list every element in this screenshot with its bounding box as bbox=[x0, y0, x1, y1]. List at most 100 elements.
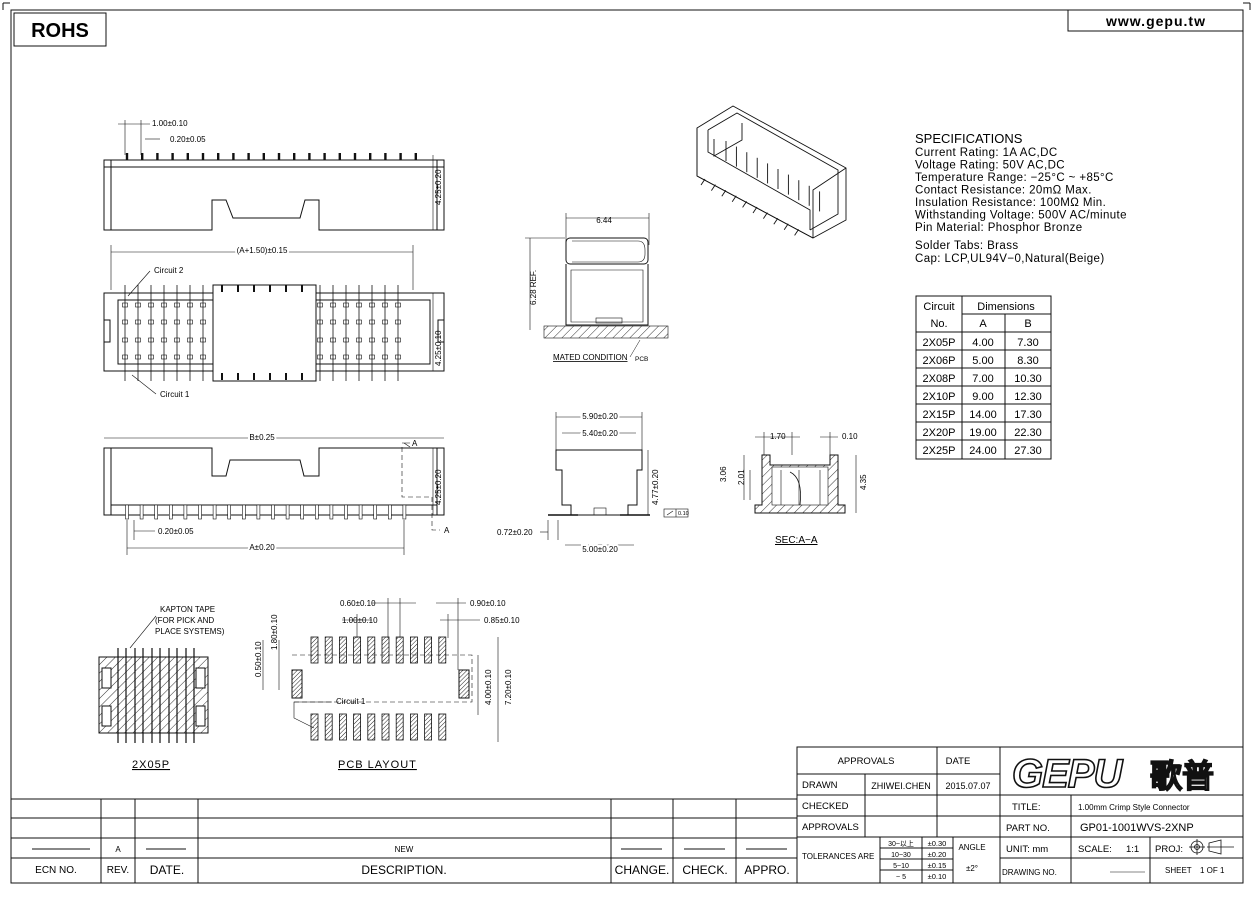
dim-side-width: 6.44 bbox=[596, 216, 612, 225]
spec-line: Temperature Range: −25°C ~ +85°C bbox=[915, 172, 1114, 184]
scale-value: 1:1 bbox=[1126, 844, 1139, 855]
dim-height-front: 4.25±0.20 bbox=[434, 469, 443, 505]
change-label: CHANGE. bbox=[615, 863, 670, 877]
table-header-a: A bbox=[979, 318, 987, 330]
check-label: CHECK. bbox=[682, 863, 727, 877]
table-cell: 2X08P bbox=[922, 373, 955, 385]
table-header-no: No. bbox=[930, 318, 947, 330]
top-view: 1.00±0.10 0.20±0.05 4.25±0.20 bbox=[103, 119, 445, 231]
date-header: DATE bbox=[946, 756, 971, 767]
section-marker-top: A bbox=[412, 439, 418, 448]
rev-label: REV. bbox=[107, 865, 129, 876]
table-cell: 2X10P bbox=[922, 391, 955, 403]
dim-end-tab: 0.72±0.20 bbox=[497, 528, 533, 537]
svg-text:10~30: 10~30 bbox=[891, 852, 911, 859]
dim-end-w2: 5.40±0.20 bbox=[582, 429, 618, 438]
projection-symbol-icon bbox=[1189, 839, 1234, 855]
kapton-view: KAPTON TAPE (FOR PICK AND PLACE SYSTEMS)… bbox=[98, 605, 225, 771]
table-cell: 4.00 bbox=[972, 337, 993, 349]
label-circuit-2: Circuit 2 bbox=[154, 266, 184, 275]
rev-description: NEW bbox=[395, 845, 414, 854]
dim-pitch-top: 1.00±0.10 bbox=[152, 119, 188, 128]
label-mated-condition: MATED CONDITION bbox=[553, 353, 628, 362]
spec-title: SPECIFICATIONS bbox=[915, 131, 1023, 146]
table-cell: 5.00 bbox=[972, 355, 993, 367]
part-no-label: PART NO. bbox=[1006, 823, 1050, 834]
dim-b: B±0.25 bbox=[249, 433, 275, 442]
drawn-date: 2015.07.07 bbox=[945, 781, 990, 791]
title-block-text: APPROVALS DATE DRAWN ZHIWEI.CHEN 2015.07… bbox=[802, 751, 1225, 881]
front-view: B±0.25 A A 4.25±0.20 0.20±0.05 A±0.20 bbox=[103, 431, 450, 555]
dim-pcb-pad-w: 0.60±0.10 bbox=[340, 599, 376, 608]
svg-text:±0.20: ±0.20 bbox=[928, 850, 947, 859]
proj-label: PROJ: bbox=[1155, 844, 1183, 855]
svg-text:ROHS: ROHS bbox=[31, 20, 89, 42]
drawing-no-label: DRAWING NO. bbox=[1002, 868, 1057, 877]
table-cell: 22.30 bbox=[1014, 427, 1042, 439]
dim-end-height: 4.77±0.20 bbox=[651, 469, 660, 505]
sheet-border bbox=[10, 9, 1244, 884]
dim-pcb-180: 1.80±0.10 bbox=[270, 614, 279, 650]
dim-sec-w2: 0.10 bbox=[842, 432, 858, 441]
flatness-value: 0.10 bbox=[678, 511, 689, 517]
rohs-badge: ROHS bbox=[13, 12, 107, 47]
dim-pcb-085: 0.85±0.10 bbox=[484, 616, 520, 625]
spec-line: Current Rating: 1A AC,DC bbox=[915, 147, 1058, 159]
sheet-label: SHEET bbox=[1165, 866, 1192, 875]
svg-text:±0.15: ±0.15 bbox=[928, 861, 947, 870]
description-label: DESCRIPTION. bbox=[361, 863, 446, 877]
table-cell: 8.30 bbox=[1017, 355, 1038, 367]
table-cell: 19.00 bbox=[969, 427, 997, 439]
side-mated-view: 6.44 6.28 REF. MATED CONDITION PCB bbox=[525, 213, 669, 363]
section-marker-bottom: A bbox=[444, 526, 450, 535]
svg-text:PLACE SYSTEMS): PLACE SYSTEMS) bbox=[155, 627, 225, 636]
angle-value: ±2° bbox=[966, 864, 978, 873]
sheet-value: 1 OF 1 bbox=[1200, 866, 1225, 875]
table-cell: 7.30 bbox=[1017, 337, 1038, 349]
svg-text:30~以上: 30~以上 bbox=[888, 839, 914, 848]
plan-view: (A+1.50)±0.15 Circuit 2 Circuit 1 4.25±0… bbox=[103, 244, 445, 399]
dim-pcb-090: 0.90±0.10 bbox=[470, 599, 506, 608]
specifications-block: SPECIFICATIONS Current Rating: 1A AC,DC … bbox=[915, 131, 1127, 265]
svg-text:±0.30: ±0.30 bbox=[928, 839, 947, 848]
table-row: 2X20P 19.00 22.30 bbox=[922, 427, 1041, 439]
table-cell: 12.30 bbox=[1014, 391, 1042, 403]
gepu-logo-cn: 歌普 bbox=[1150, 758, 1214, 794]
svg-text:5~10: 5~10 bbox=[893, 863, 909, 870]
dim-sec-w1: 1.70 bbox=[770, 432, 786, 441]
scale-label: SCALE: bbox=[1078, 844, 1112, 855]
svg-text:KAPTON TAPE: KAPTON TAPE bbox=[160, 605, 215, 614]
table-header-circuit: Circuit bbox=[923, 301, 954, 313]
website-box: www.gepu.tw bbox=[1067, 9, 1244, 32]
spec-line: Insulation Resistance: 100MΩ Min. bbox=[915, 197, 1106, 209]
dim-pcb-pitch: 1.00±0.10 bbox=[342, 616, 378, 625]
dim-sec-h3: 4.35 bbox=[859, 474, 868, 490]
table-header-dimensions: Dimensions bbox=[977, 301, 1035, 313]
section-aa-view: 1.70 0.10 3.06 2.01 4.35 SEC:A−A bbox=[719, 432, 868, 546]
drawn-by: ZHIWEI.CHEN bbox=[871, 781, 931, 791]
title-value: 1.00mm Crimp Style Connector bbox=[1078, 803, 1190, 812]
title-label: TITLE: bbox=[1012, 802, 1041, 813]
unit-label: UNIT: mm bbox=[1006, 844, 1048, 855]
rev-value: A bbox=[115, 845, 121, 854]
table-cell: 17.30 bbox=[1014, 409, 1042, 421]
dim-pin-width-top: 0.20±0.05 bbox=[170, 135, 206, 144]
table-cell: 10.30 bbox=[1014, 373, 1042, 385]
date-label: DATE. bbox=[150, 863, 184, 877]
table-cell: 2X20P bbox=[922, 427, 955, 439]
table-cell: 9.00 bbox=[972, 391, 993, 403]
tolerances-label: TOLERANCES ARE bbox=[802, 852, 874, 861]
label-circuit-1: Circuit 1 bbox=[160, 390, 190, 399]
spec-line: Voltage Rating: 50V AC,DC bbox=[915, 160, 1065, 172]
table-cell: 2X15P bbox=[922, 409, 955, 421]
part-no-value: GP01-1001WVS-2XNP bbox=[1080, 822, 1194, 834]
label-section-aa: SEC:A−A bbox=[775, 535, 818, 546]
dim-end-w1: 5.90±0.20 bbox=[582, 412, 618, 421]
spec-line: Contact Resistance: 20mΩ Max. bbox=[915, 185, 1092, 197]
svg-text:www.gepu.tw: www.gepu.tw bbox=[1105, 13, 1206, 29]
svg-text:±0.10: ±0.10 bbox=[928, 872, 947, 881]
